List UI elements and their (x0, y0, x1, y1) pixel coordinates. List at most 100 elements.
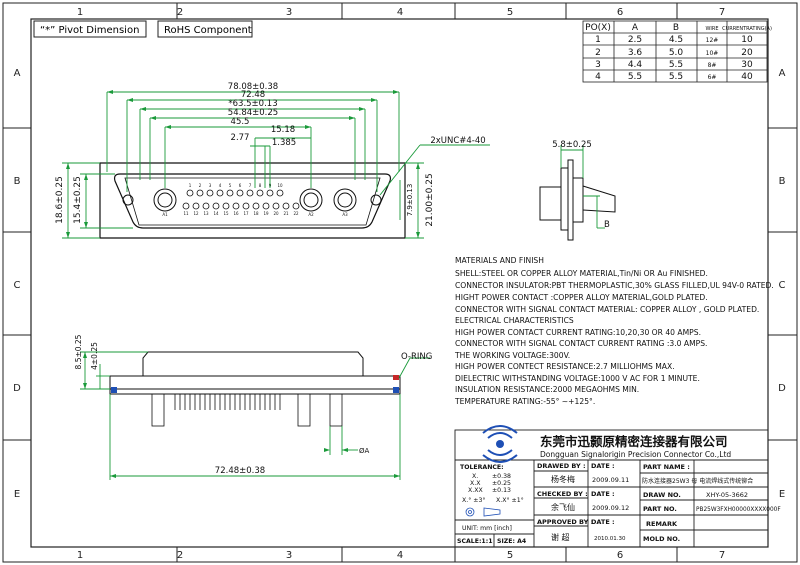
pin-label: 3 (209, 183, 212, 188)
pin-label: A3 (342, 212, 348, 217)
rating-cell: 5.0 (669, 48, 684, 58)
rating-cell: 4.5 (669, 35, 683, 45)
grid-row-c: C (14, 280, 21, 291)
grid-row-c-right: C (779, 280, 786, 291)
part-no-label: PART NO. (643, 505, 677, 513)
pin-label: 17 (243, 211, 249, 216)
spec-line: HIGHT POWER CONTACT :COPPER ALLOY MATERI… (455, 293, 708, 302)
part-no-value: PB25W3FXH00000XXXX000F (696, 507, 781, 513)
pin-label: 6 (239, 183, 242, 188)
pin-label: A1 (162, 212, 168, 217)
pin-label: A2 (308, 212, 314, 217)
grid-col-2-bottom: 2 (177, 550, 183, 561)
rating-cell: 30 (741, 60, 753, 70)
dim-2-77: 2.77 (231, 133, 250, 143)
rating-header-a: A (632, 23, 639, 33)
date-value-3: 2010.01.30 (594, 536, 626, 542)
rating-cell: 12# (706, 37, 719, 44)
grid-col-7: 7 (719, 7, 725, 18)
dim-thread: 2xUNC#4-40 (430, 136, 485, 146)
pin-label: 19 (263, 211, 269, 216)
dim-height-15-4: 15.4±0.25 (73, 176, 83, 224)
grid-col-4: 4 (397, 7, 403, 18)
rating-cell: 8# (708, 62, 717, 69)
date-value-1: 2009.09.11 (592, 476, 629, 484)
grid-col-6: 6 (617, 7, 623, 18)
rating-cell: 2.5 (628, 35, 642, 45)
pin-label: 12 (193, 211, 199, 216)
pin-label: 20 (273, 211, 279, 216)
grid-col-6-bottom: 6 (617, 550, 623, 561)
grid-row-d: D (13, 383, 21, 394)
spec-line: INSULATION RESISTANCE:2000 MEGAOHMS MIN. (455, 385, 639, 394)
side-dim-5-8: 5.8±0.25 (552, 140, 592, 150)
grid-col-5-bottom: 5 (507, 550, 513, 561)
pin-label: 15 (223, 211, 229, 216)
grid-row-d-right: D (778, 383, 786, 394)
mold-no-label: MOLD NO. (643, 535, 680, 543)
part-name-label: PART NAME : (643, 463, 690, 471)
draw-no-label: DRAW NO. (643, 491, 681, 499)
checked-by-value: 余飞仙 (551, 502, 575, 512)
dim-phi-a: ØA (359, 447, 370, 455)
pin-label: 2 (199, 183, 202, 188)
pin-label: 22 (293, 211, 299, 216)
dim-height-7-9: 7.9±0.13 (406, 184, 414, 217)
rating-cell: 20 (741, 48, 753, 58)
dim-15-18: 15.18 (271, 125, 295, 135)
unit-label: UNIT: mm [inch] (462, 525, 512, 532)
rating-cell: 6# (708, 74, 717, 81)
drawn-by-label: DRAWED BY : (537, 462, 586, 470)
grid-row-b: B (14, 176, 21, 187)
grid-row-a: A (14, 68, 21, 79)
approved-by-value: 谢 超 (551, 532, 570, 542)
company-name-en: Dongguan Signalorigin Precision Connecto… (540, 450, 731, 459)
rating-cell: 5.5 (669, 72, 683, 82)
pin-label: 7 (249, 183, 252, 188)
tol-val: ±0.13 (492, 487, 511, 494)
date-label-3: DATE : (591, 518, 615, 526)
spec-line: TEMPERATURE RATING:-55° ~+125°. (454, 397, 595, 406)
tol-key: X. (472, 473, 478, 480)
projection-symbol-icon (465, 507, 501, 517)
grid-col-3-bottom: 3 (286, 550, 292, 561)
checked-by-label: CHECKED BY : (537, 490, 588, 498)
rating-cell: 4 (595, 72, 601, 82)
date-value-2: 2009.09.12 (592, 504, 629, 512)
pin-label: 4 (219, 183, 222, 188)
dim-height-21: 21.00±0.25 (425, 173, 435, 226)
rating-cell: 40 (741, 72, 753, 82)
rating-cell: 4.4 (628, 60, 643, 70)
tolerance-title: TOLERANCE: (460, 464, 504, 471)
dim-72-48: 72.48 (241, 90, 265, 100)
spec-line: CONNECTOR WITH SIGNAL CONTACT MATERIAL: … (455, 305, 759, 314)
grid-col-3: 3 (286, 7, 292, 18)
spec-line: ELECTRICAL CHARACTERISTICS (455, 316, 574, 325)
grid-col-2: 2 (177, 7, 183, 18)
spec-line: THE WORKING VOLTAGE:300V. (454, 351, 570, 360)
pin-label: 5 (229, 183, 232, 188)
grid-col-1: 1 (77, 7, 83, 18)
pivot-dimension-label: “*” Pivot Dimension (40, 25, 139, 36)
bottom-view: 8.5±0.25 4±0.25 O-RING ØA 72.48±0.38 (74, 334, 432, 480)
dim-1-385: 1.385 (272, 138, 296, 148)
spec-line: MATERIALS AND FINISH (455, 256, 544, 265)
rating-header-b: B (673, 23, 679, 33)
pin-label: 14 (213, 211, 219, 216)
pin-label: 10 (277, 183, 283, 188)
rating-table (582, 20, 768, 83)
drawn-by-value: 杨冬梅 (551, 474, 575, 484)
spec-line: SHELL:STEEL OR COPPER ALLOY MATERIAL,Tin… (455, 269, 708, 278)
date-label-2: DATE : (591, 490, 615, 498)
spec-line: HIGH POWER CONTECT RESISTANCE:2.7 MILLIO… (455, 362, 675, 371)
company-logo (482, 425, 518, 463)
rating-cell: 5.5 (669, 60, 683, 70)
tol-val: ±0.38 (492, 473, 511, 480)
part-name-value: 防水连接器25W3 母 电流焊线式传统铆合 (642, 477, 753, 485)
side-view: 5.8±0.25 B (539, 140, 616, 241)
grid-row-a-right: A (779, 68, 786, 79)
grid-col-1-bottom: 1 (77, 550, 83, 561)
tol-angle-2: X.X° ±1° (496, 496, 524, 504)
dim-height-18-6: 18.6±0.25 (55, 176, 65, 224)
